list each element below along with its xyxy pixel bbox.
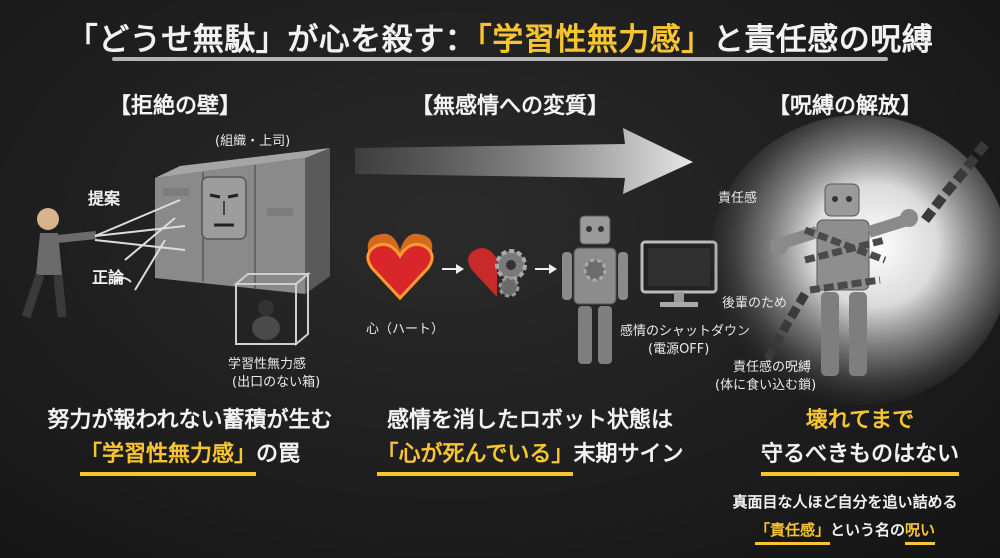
section-label-emotionless: 【無感情への変質】	[410, 94, 609, 119]
heart-label: 心（ハート）	[366, 322, 445, 337]
page-title: 「どうせ無駄」が心を殺す：「学習性無力感」と責任感の呪縛	[0, 14, 1000, 59]
curse-label-1: 責任感の呪縛	[733, 360, 812, 375]
proposal-label: 提案	[88, 189, 121, 208]
right-note-mid: という名の	[829, 521, 905, 539]
section-label-release: 【呪縛の解放】	[767, 94, 922, 119]
shutdown-label-2: (電源OFF)	[648, 342, 710, 357]
responsibility-label: 責任感	[718, 191, 758, 206]
box-label-2: (出口のない箱)	[232, 375, 321, 390]
left-caption-line1: 努力が報われない蓄積が生む	[47, 408, 333, 433]
thrown-arrows	[94, 199, 186, 291]
left-caption-tail: の罠	[256, 442, 301, 467]
title-part-1: 「どうせ無駄」が心を殺す：	[66, 22, 477, 58]
right-note-line1: 真面目な人ほど自分を追い詰める	[732, 493, 958, 511]
robot-icon	[562, 215, 628, 364]
org-label: (組織・上司)	[215, 134, 291, 149]
person-icon	[21, 208, 97, 319]
right-note-highlight: 「責任感」	[754, 520, 830, 545]
juniors-label: 後輩のため	[722, 296, 788, 311]
shutdown-label-1: 感情のシャットダウン	[620, 324, 751, 339]
box-label-1: 学習性無力感	[228, 357, 307, 372]
middle-caption-line1: 感情を消したロボット状態は	[386, 408, 673, 433]
transition-arrow	[355, 128, 693, 194]
right-caption-line1: 壊れてまで	[805, 408, 915, 433]
small-arrow-2	[535, 264, 557, 274]
middle-caption-tail: 末期サイン	[573, 442, 684, 467]
wall-face-icon	[201, 176, 247, 240]
monitor-off-icon	[640, 240, 718, 307]
flaming-heart-icon	[366, 233, 434, 301]
left-caption-highlight: 「学習性無力感」	[79, 440, 256, 476]
title-underline	[112, 57, 888, 61]
left-caption: 努力が報われない蓄積が生む 「学習性無力感」の罠	[30, 404, 350, 476]
half-heart-gear-icon	[468, 248, 527, 298]
title-highlight: 「学習性無力感」	[476, 22, 713, 58]
curse-label-2: (体に食い込む鎖)	[715, 378, 817, 393]
argument-label: 正論	[92, 268, 125, 287]
right-caption-line2: 守るべきものはない	[760, 440, 959, 476]
right-note-highlight-2: 呪い	[905, 520, 936, 545]
right-note: 真面目な人ほど自分を追い詰める 「責任感」という名の呪い	[700, 488, 990, 545]
lower-chain-icon	[763, 291, 809, 363]
breaking-robot-icon	[770, 183, 918, 376]
title-part-2: と責任感の呪縛	[712, 22, 934, 58]
broken-chain-icon	[921, 140, 989, 224]
glass-box-icon	[233, 271, 311, 347]
middle-caption: 感情を消したロボット状態は 「心が死んでいる」末期サイン	[370, 404, 690, 476]
small-arrow-1	[442, 264, 464, 274]
middle-caption-highlight: 「心が死んでいる」	[376, 440, 574, 476]
right-caption: 壊れてまで 守るべきものはない	[760, 404, 960, 476]
section-label-rejection-wall: 【拒絶の壁】	[108, 94, 241, 119]
